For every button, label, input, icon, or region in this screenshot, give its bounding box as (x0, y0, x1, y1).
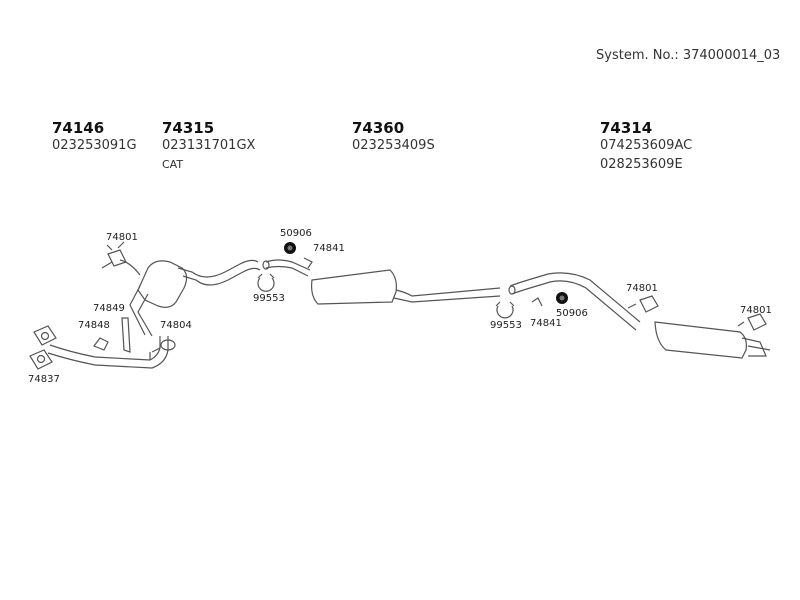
pipe-stub-left (262, 257, 313, 277)
rear-silencer (654, 321, 771, 359)
callout-50906: 50906 (556, 308, 588, 319)
part-number-74146: 74146 (52, 119, 105, 137)
pipe-stub-right (508, 272, 641, 331)
callout-74801: 74801 (626, 283, 658, 294)
callout-74841: 74841 (313, 243, 345, 254)
hanger-74801-mid (627, 295, 659, 313)
ring-74804 (160, 339, 176, 351)
reference-number: 023253091G (52, 138, 137, 153)
reference-number: 023131701GX (162, 138, 256, 153)
clamp-99553-left (257, 273, 275, 292)
reference-number: 023253409S (352, 138, 435, 153)
reference-number: 028253609E (600, 157, 683, 172)
hanger-74801-right (737, 313, 767, 331)
part-number-74314: 74314 (600, 119, 653, 137)
catalytic-converter (119, 259, 261, 337)
callout-50906: 50906 (280, 228, 312, 239)
part-number-74315: 74315 (162, 119, 215, 137)
callout-74841: 74841 (530, 318, 562, 329)
centre-silencer (311, 269, 501, 305)
gasket-74848 (93, 337, 109, 351)
bracket-74849 (121, 317, 131, 353)
callout-99553: 99553 (490, 320, 522, 331)
callout-74837: 74837 (28, 374, 60, 385)
catalyst-note: CAT (162, 158, 184, 171)
front-pipe (47, 336, 169, 369)
reference-number: 074253609AC (600, 138, 693, 153)
callout-74848: 74848 (78, 320, 110, 331)
hanger-74801-left (101, 241, 127, 269)
flange-74837 (29, 325, 57, 370)
callout-74801: 74801 (740, 305, 772, 316)
callout-74801: 74801 (106, 232, 138, 243)
callout-74849: 74849 (93, 303, 125, 314)
callout-74804: 74804 (160, 320, 192, 331)
system-number: System. No.: 374000014_03 (596, 48, 781, 63)
part-number-74360: 74360 (352, 119, 405, 137)
callout-99553: 99553 (253, 293, 285, 304)
clamp-99553-right (495, 301, 515, 319)
